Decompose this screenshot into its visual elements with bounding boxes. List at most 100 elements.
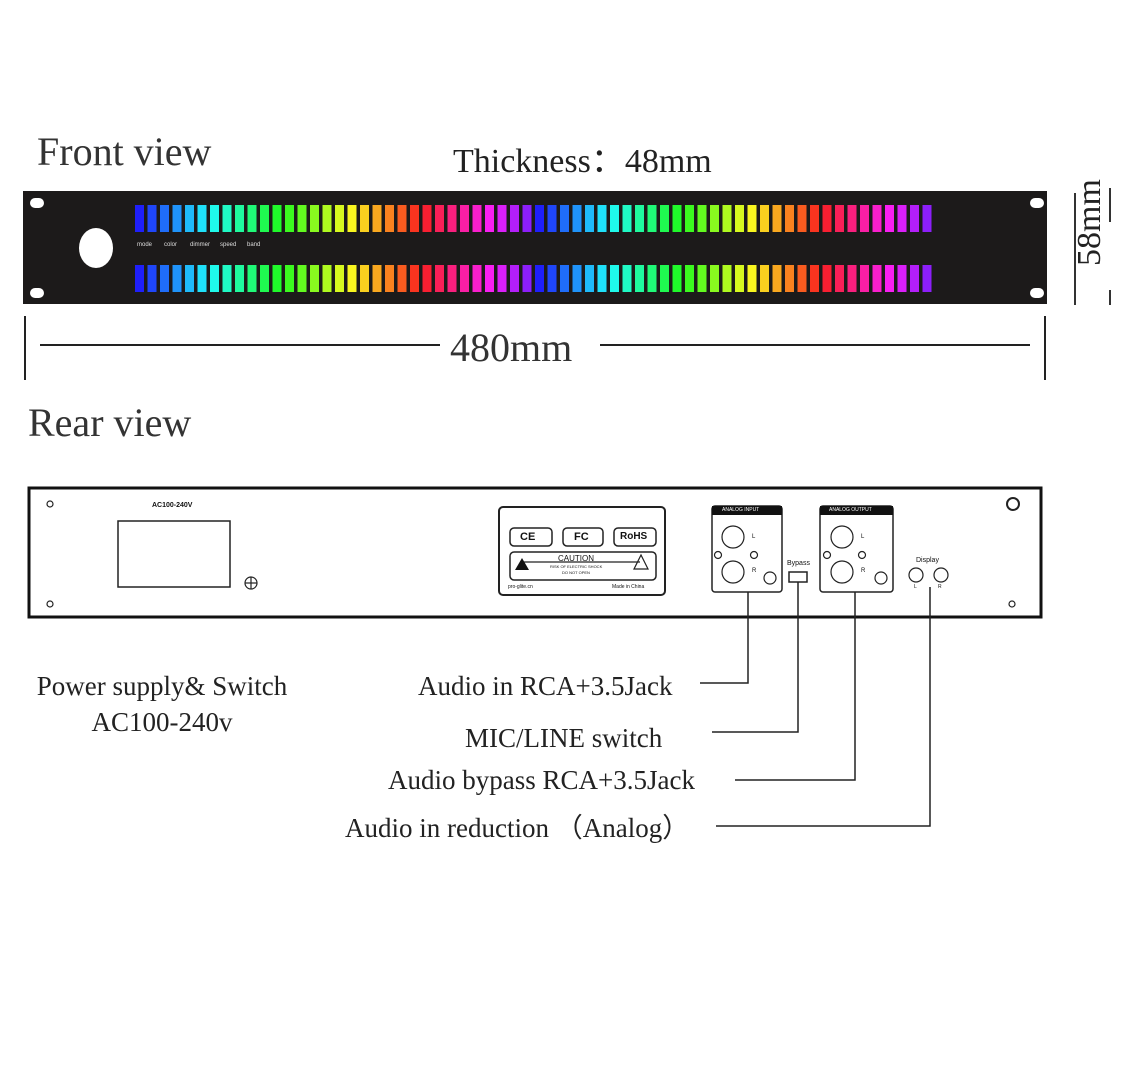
vu-meter-bar xyxy=(710,205,719,232)
vu-meter-bar xyxy=(497,265,507,292)
output-left-label: L xyxy=(861,534,865,540)
vu-meter-bar xyxy=(435,205,444,232)
caution-text: CAUTION xyxy=(558,554,594,563)
height-dimension-lines xyxy=(1074,188,1111,305)
callout-power-line1: Power supply& Switch xyxy=(36,671,288,701)
vu-meter-bar xyxy=(572,265,582,292)
vu-meter-bar xyxy=(722,205,732,232)
website-text: pro-glite.cn xyxy=(508,584,533,590)
vu-meter-bar xyxy=(210,205,219,232)
panel-label-dimmer: dimmer xyxy=(190,242,211,248)
vu-meter-bar xyxy=(460,205,469,232)
vu-meter-bar xyxy=(422,205,432,232)
thickness-label: Thickness：48mm xyxy=(453,143,712,180)
analog-output-label: ANALOG OUTPUT xyxy=(829,507,872,513)
power-rating-label: AC100-240V xyxy=(152,502,193,509)
panel-label-color: color xyxy=(164,242,178,248)
vu-meter-bar xyxy=(185,265,194,292)
vu-meter-bar xyxy=(922,265,932,292)
rack-mount-holes xyxy=(30,198,1044,298)
vu-meter-bar xyxy=(147,265,157,292)
vu-meter-bar xyxy=(722,265,732,292)
vu-meter-bar xyxy=(597,205,607,232)
vu-meter-bar xyxy=(447,205,457,232)
vu-meter-bar xyxy=(310,205,319,232)
vu-meter-bar xyxy=(485,205,494,232)
vu-meter-bar xyxy=(397,265,407,292)
vu-meter-bar xyxy=(372,205,382,232)
vu-meter-bar xyxy=(135,265,144,292)
vu-meter-bar xyxy=(560,205,569,232)
vu-meter-bar xyxy=(372,265,382,292)
callout-power-line2: AC100-240v xyxy=(91,707,233,737)
vu-meter-bar xyxy=(222,265,232,292)
warning-line-2: DO NOT OPEN xyxy=(562,570,590,575)
width-dimension-lines xyxy=(24,316,1046,380)
vu-meter-bar xyxy=(785,265,794,292)
vu-meter-bar xyxy=(560,265,569,292)
vu-meter-bar xyxy=(197,265,207,292)
front-view-title: Front view xyxy=(37,129,212,174)
vu-meter-bar xyxy=(410,265,419,292)
vu-meter-bar xyxy=(422,265,432,292)
display-jack-right xyxy=(933,567,949,583)
vu-meter-bar xyxy=(335,205,344,232)
analog-input-label: ANALOG INPUT xyxy=(722,507,760,513)
callout-mic-line: MIC/LINE switch xyxy=(465,723,663,753)
vu-meter-bar xyxy=(272,265,282,292)
vu-meter-bars xyxy=(135,205,932,292)
panel-label-band: band xyxy=(247,242,261,248)
vu-meter-bar xyxy=(660,205,669,232)
vu-meter-bar xyxy=(547,265,557,292)
panel-label-mode: mode xyxy=(137,242,153,248)
vu-meter-bar xyxy=(822,205,832,232)
vu-meter-bar xyxy=(585,265,594,292)
vu-meter-bar xyxy=(647,205,657,232)
vu-meter-bar xyxy=(522,205,532,232)
vu-meter-bar xyxy=(835,205,844,232)
callout-audio-in: Audio in RCA+3.5Jack xyxy=(418,671,673,701)
vu-meter-bar xyxy=(147,205,157,232)
input-right-label: R xyxy=(752,568,757,574)
power-module xyxy=(117,520,231,588)
vu-meter-bar xyxy=(622,205,632,232)
vu-meter-bar xyxy=(847,265,857,292)
made-in-text: Made in China xyxy=(612,584,645,590)
vu-meter-bar xyxy=(635,205,644,232)
vu-meter-bar xyxy=(297,205,307,232)
vu-meter-bar xyxy=(210,265,219,292)
vu-meter-bar xyxy=(160,265,169,292)
vu-meter-bar xyxy=(697,205,707,232)
vu-meter-bar xyxy=(847,205,857,232)
vu-meter-bar xyxy=(897,205,907,232)
vu-meter-bar xyxy=(247,265,257,292)
vu-meter-bar xyxy=(622,265,632,292)
vu-meter-bar xyxy=(347,205,357,232)
vu-meter-bar xyxy=(535,205,544,232)
vu-meter-bar xyxy=(522,265,532,292)
vu-meter-bar xyxy=(272,205,282,232)
callout-leader-lines xyxy=(700,582,931,827)
vu-meter-bar xyxy=(472,205,482,232)
input-left-label: L xyxy=(752,534,756,540)
vu-meter-bar xyxy=(447,265,457,292)
vu-meter-bar xyxy=(735,265,744,292)
display-label: Display xyxy=(916,557,939,564)
vu-meter-bar xyxy=(672,265,682,292)
vu-meter-bar xyxy=(310,265,319,292)
vu-meter-bar xyxy=(810,265,819,292)
vu-meter-bar xyxy=(822,265,832,292)
vu-meter-bar xyxy=(385,205,394,232)
vu-meter-bar xyxy=(397,205,407,232)
vu-meter-bar xyxy=(510,205,519,232)
vu-meter-bar xyxy=(747,265,757,292)
vu-meter-bar xyxy=(572,205,582,232)
vu-meter-bar xyxy=(635,265,644,292)
vu-meter-bar xyxy=(760,205,769,232)
vu-meter-bar xyxy=(872,205,882,232)
callout-reduction: Audio in reduction （Analog） xyxy=(345,813,690,843)
panel-label-speed: speed xyxy=(220,242,237,248)
display-jack-left xyxy=(908,567,924,583)
vu-meter-bar xyxy=(435,265,444,292)
